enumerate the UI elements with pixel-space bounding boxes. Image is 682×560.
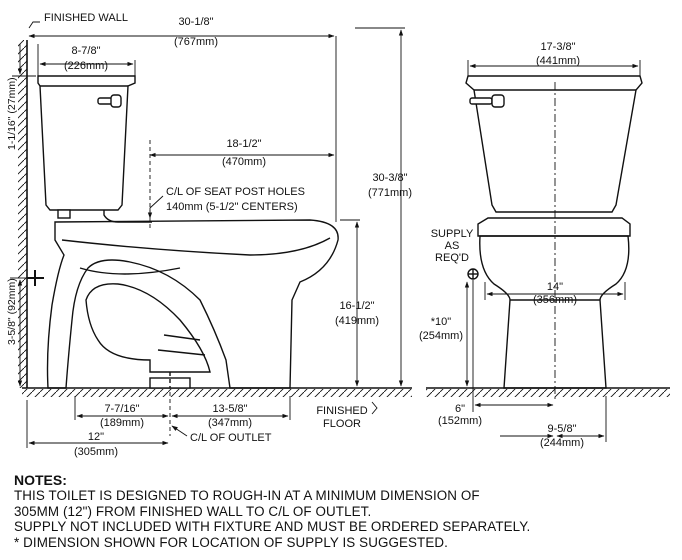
dim-tank-depth-in: 8-7/8" <box>72 45 101 57</box>
label-seat-post-centers: 140mm (5-1/2" CENTERS) <box>166 201 298 213</box>
dim-overall-depth-in: 30-1/8" <box>178 16 213 28</box>
dim-rim-height-in: 16-1/2" <box>339 300 374 312</box>
dim-rough-in-in: 12" <box>88 431 104 443</box>
front-flush-lever <box>469 94 505 108</box>
dim-base-width-mm: (244mm) <box>540 437 584 449</box>
notes-section: NOTES: THIS TOILET IS DESIGNED TO ROUGH-… <box>14 472 678 550</box>
label-supply-1: SUPPLY <box>431 228 474 240</box>
dim-inlet-height: 3-5/8" (92mm) <box>6 278 18 345</box>
notes-title: NOTES: <box>14 472 67 488</box>
label-supply-3: REQ'D <box>435 252 469 264</box>
front-bowl <box>479 235 630 389</box>
trapway <box>85 283 211 373</box>
front-seat <box>477 217 631 237</box>
floor-hatch-front <box>426 389 670 397</box>
floor-hatch-side <box>22 389 412 397</box>
note-line: * DIMENSION SHOWN FOR LOCATION OF SUPPLY… <box>14 534 448 550</box>
dim-tank-width-in: 17-3/8" <box>540 41 575 53</box>
wall-hatch <box>18 40 27 388</box>
side-view <box>18 40 412 397</box>
dim-rough-in-mm: (305mm) <box>74 446 118 458</box>
label-seat-post-holes: C/L OF SEAT POST HOLES <box>166 186 305 198</box>
dim-outlet-front-mm: (189mm) <box>100 417 144 429</box>
dim-overall-depth-mm: (767mm) <box>174 36 218 48</box>
front-labels: 17-3/8" (441mm) SUPPLY AS REQ'D 14" (356… <box>419 41 584 449</box>
dim-outlet-front-in: 7-7/16" <box>104 403 139 415</box>
dim-supply-height-in: *10" <box>431 316 452 328</box>
front-tank <box>465 75 643 213</box>
toilet-dimension-drawing: FINISHED WALL 30-1/8" (767mm) 8-7/8" (22… <box>6 12 670 458</box>
side-dimensions <box>10 21 405 448</box>
dim-tank-top: 1-1/16" (27mm) <box>6 77 18 150</box>
dim-seat-post-mm: (470mm) <box>222 156 266 168</box>
dim-outlet-rear-in: 13-5/8" <box>212 403 247 415</box>
dim-tank-depth-mm: (226mm) <box>64 60 108 72</box>
side-tank <box>37 75 136 211</box>
dim-outlet-rear-mm: (347mm) <box>208 417 252 429</box>
dim-supply-height-mm: (254mm) <box>419 330 463 342</box>
note-line: THIS TOILET IS DESIGNED TO ROUGH-IN AT A… <box>14 488 480 503</box>
label-finished-floor-2: FLOOR <box>323 418 361 430</box>
flush-lever <box>97 94 122 108</box>
front-dimensions <box>464 60 641 442</box>
label-supply-2: AS <box>445 240 460 252</box>
dim-rim-height-mm: (419mm) <box>335 315 379 327</box>
note-line: 305MM (12") FROM FINISHED WALL TO C/L OF… <box>14 503 372 519</box>
dim-base-width-in: 9-5/8" <box>548 423 577 435</box>
note-line: SUPPLY NOT INCLUDED WITH FIXTURE AND MUS… <box>14 519 531 535</box>
side-labels: FINISHED WALL 30-1/8" (767mm) 8-7/8" (22… <box>6 12 412 458</box>
label-outlet: C/L OF OUTLET <box>190 432 272 444</box>
dim-supply-offset-mm: (152mm) <box>438 415 482 427</box>
label-finished-floor-1: FINISHED <box>316 405 367 417</box>
dim-overall-height-mm: (771mm) <box>368 187 412 199</box>
dim-tank-width-mm: (441mm) <box>536 55 580 67</box>
label-finished-wall: FINISHED WALL <box>44 12 128 24</box>
dim-bowl-width-in: 14" <box>547 281 563 293</box>
dim-bowl-width-mm: (356mm) <box>533 294 577 306</box>
dim-supply-offset-in: 6" <box>455 403 465 415</box>
dim-overall-height-in: 30-3/8" <box>372 172 407 184</box>
side-bowl <box>46 219 339 389</box>
dim-seat-post-in: 18-1/2" <box>226 138 261 150</box>
